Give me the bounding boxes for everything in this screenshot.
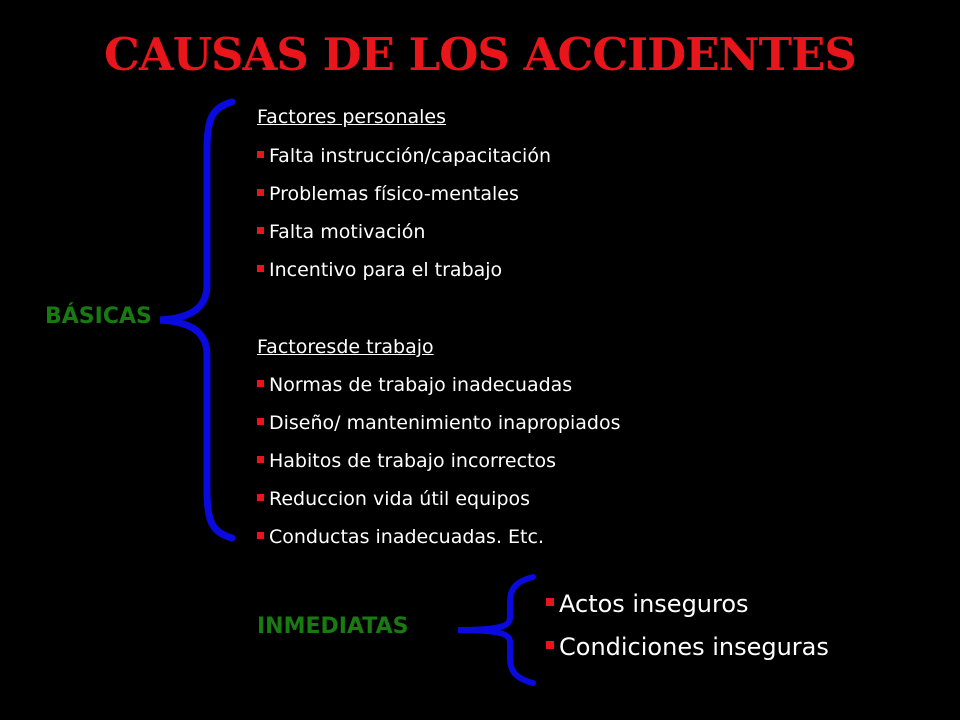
square-bullet-icon [257, 265, 264, 272]
square-bullet-icon [546, 641, 554, 649]
inmediatas-item: Actos inseguros [546, 590, 749, 618]
trabajo-item: Diseño/ mantenimiento inapropiados [257, 412, 621, 434]
personales-item: Incentivo para el trabajo [257, 259, 502, 281]
trabajo-item-label: Habitos de trabajo incorrectos [269, 450, 556, 472]
square-bullet-icon [257, 418, 264, 425]
personales-item-label: Incentivo para el trabajo [269, 259, 503, 281]
personales-item-label: Falta instrucción/capacitación [269, 145, 552, 167]
trabajo-item-label: Conductas inadecuadas. Etc. [269, 526, 544, 548]
square-bullet-icon [257, 151, 264, 158]
square-bullet-icon [257, 532, 264, 539]
inmediatas-label: INMEDIATAS [257, 614, 409, 639]
trabajo-item: Habitos de trabajo incorrectos [257, 450, 556, 472]
inmediatas-item: Condiciones inseguras [546, 633, 829, 661]
personales-item: Falta motivación [257, 221, 425, 243]
trabajo-item: Normas de trabajo inadecuadas [257, 374, 572, 396]
square-bullet-icon [257, 456, 264, 463]
square-bullet-icon [257, 494, 264, 501]
inmediatas-item-label: Actos inseguros [559, 590, 749, 618]
trabajo-heading: Factoresde trabajo [257, 336, 434, 358]
personales-heading: Factores personales [257, 106, 447, 128]
personales-item-label: Problemas físico-mentales [269, 183, 519, 205]
trabajo-item-label: Reduccion vida útil equipos [269, 488, 531, 510]
trabajo-item-label: Diseño/ mantenimiento inapropiados [269, 412, 621, 434]
trabajo-item-label: Normas de trabajo inadecuadas [269, 374, 573, 396]
personales-item-label: Falta motivación [269, 221, 426, 243]
personales-item: Falta instrucción/capacitación [257, 145, 551, 167]
basicas-label: BÁSICAS [45, 304, 152, 329]
square-bullet-icon [257, 189, 264, 196]
square-bullet-icon [257, 227, 264, 234]
personales-item: Problemas físico-mentales [257, 183, 519, 205]
trabajo-item: Conductas inadecuadas. Etc. [257, 526, 544, 548]
slide-title: CAUSAS DE LOS ACCIDENTES [104, 28, 857, 81]
inmediatas-item-label: Condiciones inseguras [559, 633, 829, 661]
square-bullet-icon [257, 380, 264, 387]
trabajo-item: Reduccion vida útil equipos [257, 488, 530, 510]
square-bullet-icon [546, 598, 554, 606]
